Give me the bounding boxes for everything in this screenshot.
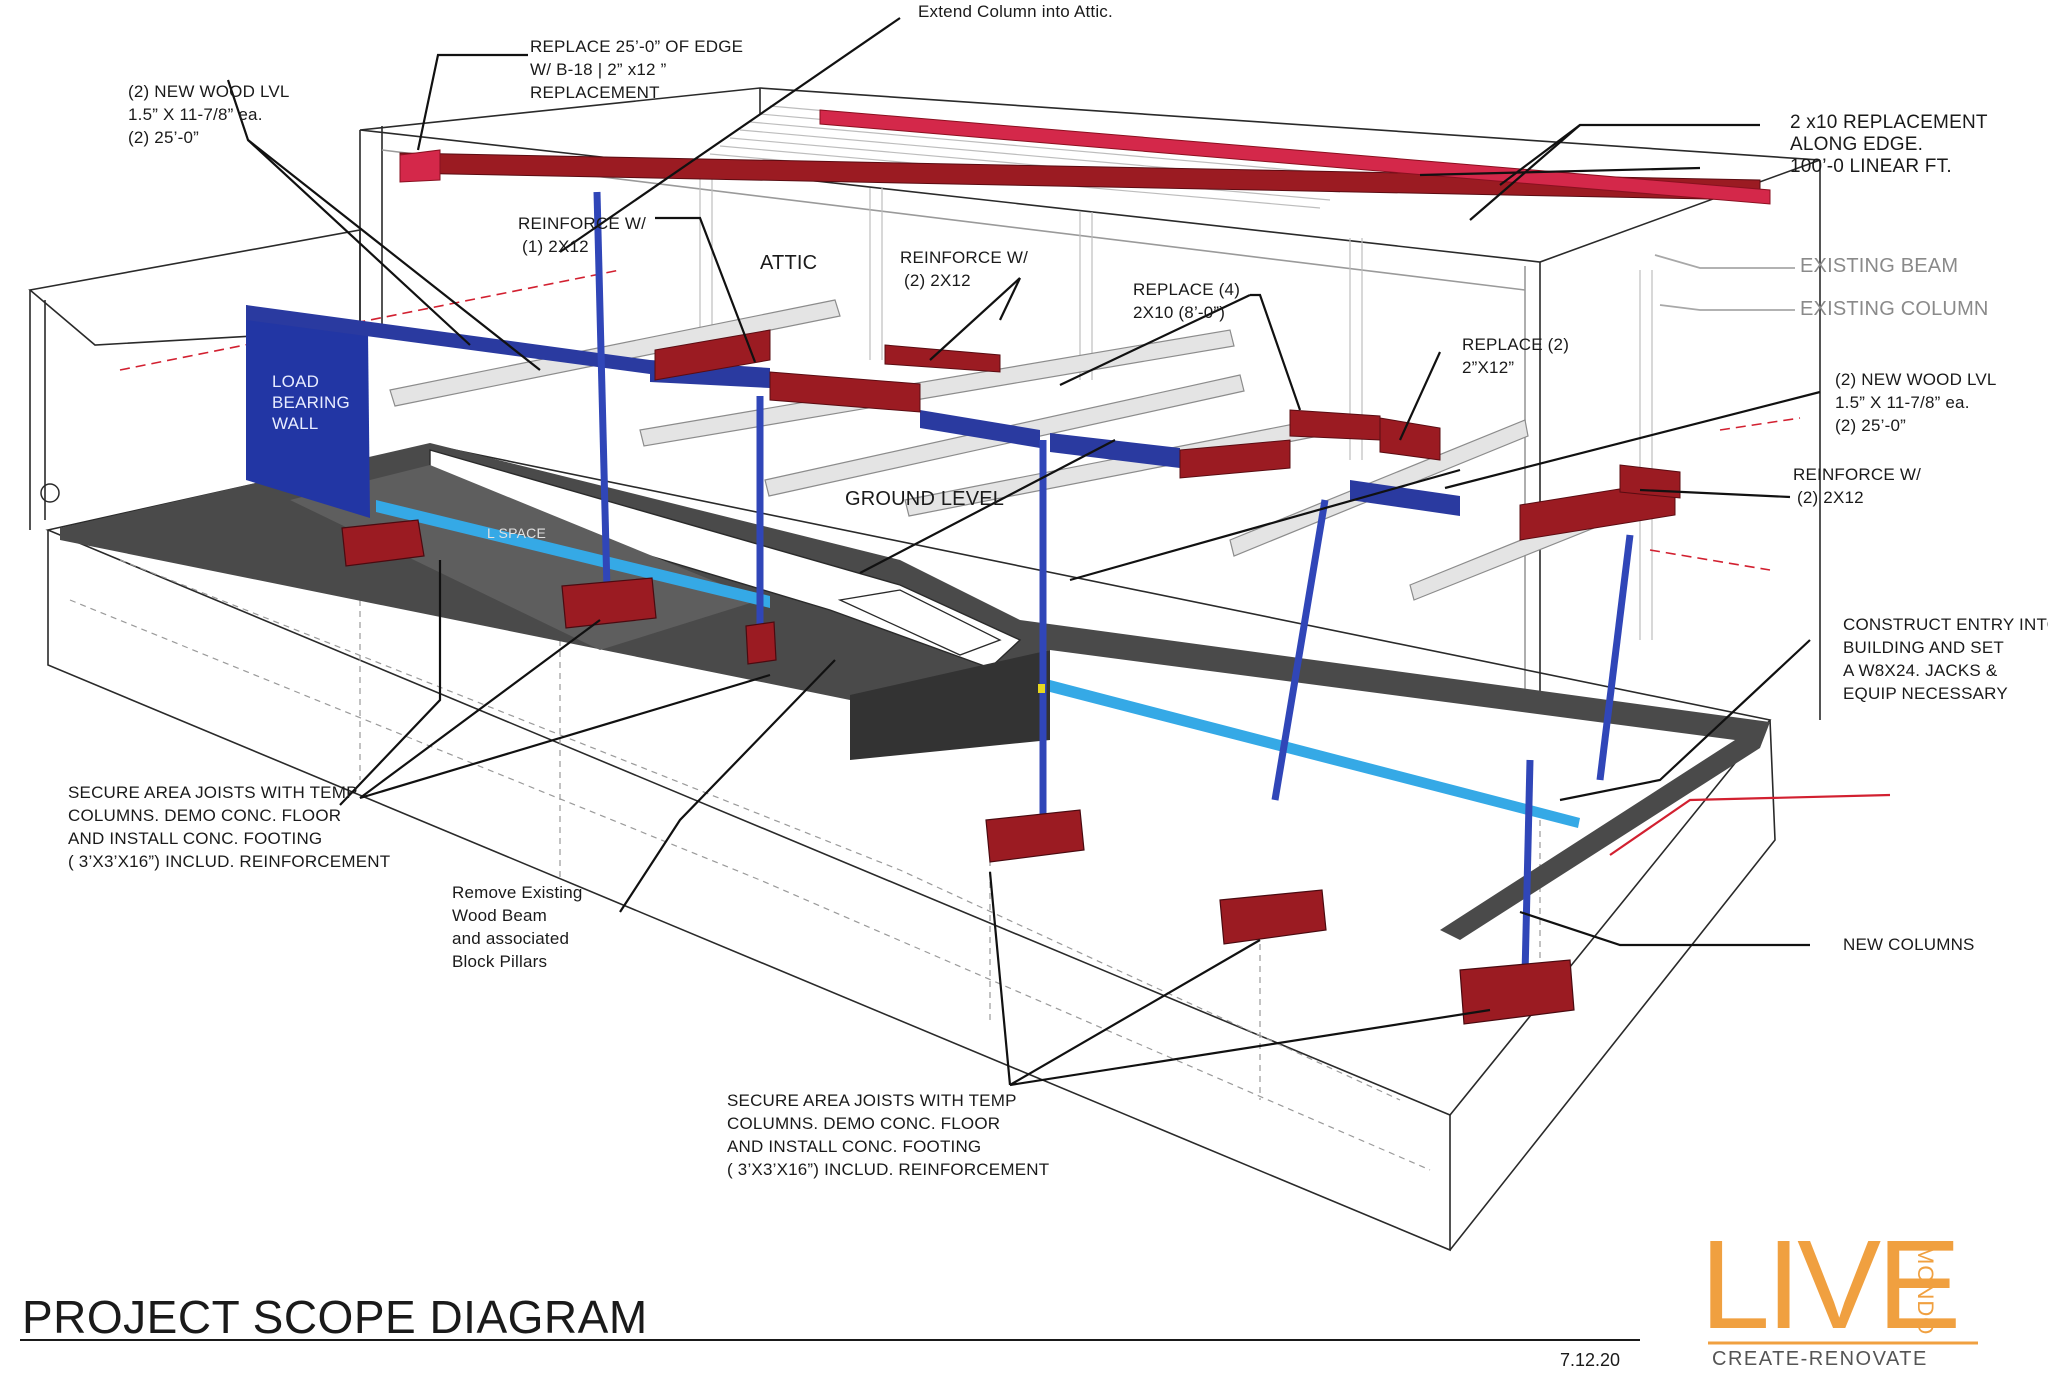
callout-line: 2”X12”	[1462, 358, 1515, 377]
callout-line: SECURE AREA JOISTS WITH TEMP	[727, 1091, 1017, 1110]
logo-side-text: MONDO	[1913, 1246, 1938, 1336]
callout-line: (1) 2X12	[522, 237, 589, 256]
red-entry-line	[1609, 793, 1891, 856]
callout-replace-2-2x12: REPLACE (2) 2”X12”	[1462, 333, 1569, 379]
callout-reinforce-1x12: REINFORCE W/ (1) 2X12	[518, 212, 646, 258]
callout-lvl-left: (2) NEW WOOD LVL 1.5” X 11-7/8” ea. (2) …	[128, 80, 290, 149]
callout-line: AND INSTALL CONC. FOOTING	[727, 1137, 982, 1156]
new-columns	[593, 191, 1634, 976]
callout-edge-2x10: 2 x10 REPLACEMENT ALONG EDGE. 100’-0 LIN…	[1790, 112, 1988, 178]
callout-line: SECURE AREA JOISTS WITH TEMP	[68, 783, 358, 802]
callout-line: W/ B-18 | 2” x12 ”	[530, 60, 667, 79]
callout-line: CONSTRUCT ENTRY INTO	[1843, 615, 2048, 634]
callout-secure-left: SECURE AREA JOISTS WITH TEMP COLUMNS. DE…	[68, 781, 390, 873]
edge-replacement	[399, 109, 1771, 205]
callout-line: REINFORCE W/	[1793, 465, 1922, 484]
callout-line: and associated	[452, 929, 570, 948]
callout-line: COLUMNS. DEMO CONC. FLOOR	[727, 1114, 1001, 1133]
leader-lines	[226, 17, 1821, 1087]
callout-reinforce-2x12-right: REINFORCE W/ (2) 2X12	[1793, 463, 1921, 509]
callout-line: NEW COLUMNS	[1843, 935, 1975, 954]
callout-line: ( 3’X3’X16”) INCLUD. REINFORCEMENT	[68, 852, 391, 871]
callout-existing-beam: EXISTING BEAM	[1800, 255, 1958, 278]
callout-line: 2X10 (8’-0”)	[1133, 303, 1226, 322]
callout-line: REPLACEMENT	[530, 83, 660, 102]
callout-line: 2 x10 REPLACEMENT	[1790, 112, 1988, 133]
callout-line: COLUMNS. DEMO CONC. FLOOR	[68, 806, 342, 825]
red-dashed-lines	[119, 269, 1801, 571]
callout-line: REPLACE (4)	[1133, 280, 1241, 299]
callout-line: ALONG EDGE.	[1790, 134, 1924, 155]
callout-line: EQUIP NECESSARY	[1843, 684, 2008, 703]
callout-line: BUILDING AND SET	[1843, 638, 2004, 657]
callout-new-columns: NEW COLUMNS	[1843, 933, 1975, 956]
callout-lvl-right: (2) NEW WOOD LVL 1.5” X 11-7/8” ea. (2) …	[1835, 368, 1997, 437]
callout-line: (2) 25’-0”	[1835, 416, 1906, 435]
grey-leader-lines	[1654, 254, 1795, 311]
survey-mark	[40, 483, 60, 503]
callout-line: EXISTING COLUMN	[1800, 298, 1989, 320]
page-title: PROJECT SCOPE DIAGRAM	[22, 1291, 648, 1343]
ground-level-label: GROUND LEVEL	[845, 488, 1005, 510]
callout-line: (2) NEW WOOD LVL	[128, 82, 290, 101]
callout-line: Remove Existing	[452, 883, 583, 902]
callout-replace-edge: REPLACE 25’-0” OF EDGE W/ B-18 | 2” x12 …	[530, 35, 743, 104]
lbw-line: WALL	[272, 414, 319, 433]
callout-line: Wood Beam	[452, 906, 548, 925]
callout-line: A W8X24. JACKS &	[1843, 661, 1998, 680]
callout-remove-beam: Remove Existing Wood Beam and associated…	[452, 881, 583, 973]
callout-line: Extend Column into Attic.	[918, 2, 1113, 21]
callout-line: 100’-0 LINEAR FT.	[1790, 156, 1952, 177]
light-beam-left	[376, 500, 770, 608]
callout-line: (2) 2X12	[904, 271, 971, 290]
callout-line: 1.5” X 11-7/8” ea.	[128, 105, 263, 124]
yellow-marker	[1038, 684, 1045, 693]
logo-tagline: CREATE-RENOVATE	[1712, 1348, 1928, 1370]
crawl-space-label: L SPACE	[487, 525, 546, 541]
lbw-line: BEARING	[272, 393, 350, 412]
footings	[341, 519, 1575, 1025]
attic-label: ATTIC	[760, 252, 818, 274]
entry-opening	[850, 650, 1050, 760]
callout-line: 1.5” X 11-7/8” ea.	[1835, 393, 1970, 412]
callout-replace-4-2x10: REPLACE (4) 2X10 (8’-0”)	[1133, 278, 1240, 324]
lbw-line: LOAD	[272, 372, 320, 391]
callout-line: AND INSTALL CONC. FOOTING	[68, 829, 323, 848]
callout-line: Block Pillars	[452, 952, 548, 971]
callout-line: REPLACE (2)	[1462, 335, 1570, 354]
callout-reinforce-2x12-top: REINFORCE W/ (2) 2X12	[900, 246, 1028, 292]
load-bearing-wall	[246, 305, 370, 518]
callout-line: (2) NEW WOOD LVL	[1835, 370, 1997, 389]
red-lumber	[399, 152, 1761, 541]
drawing-date: 7.12.20	[1560, 1350, 1621, 1370]
callout-line: EXISTING BEAM	[1800, 255, 1959, 277]
callout-line: REINFORCE W/	[900, 248, 1029, 267]
callout-construct-entry: CONSTRUCT ENTRY INTO BUILDING AND SET A …	[1843, 613, 2048, 705]
callout-line: REPLACE 25’-0” OF EDGE	[530, 37, 744, 56]
load-bearing-wall-label: LOAD BEARING WALL	[272, 371, 350, 434]
logo-wordmark: LIVE	[1700, 1214, 1961, 1355]
callout-line: REINFORCE W/	[518, 214, 647, 233]
stair-opening	[837, 589, 1002, 656]
lvl-beams	[246, 305, 1460, 516]
callout-line: (2) 25’-0”	[128, 128, 199, 147]
callout-line: ( 3’X3’X16”) INCLUD. REINFORCEMENT	[727, 1160, 1050, 1179]
callout-secure-bottom: SECURE AREA JOISTS WITH TEMP COLUMNS. DE…	[727, 1089, 1049, 1181]
light-beam-right	[1050, 680, 1580, 828]
callout-line: (2) 2X12	[1797, 488, 1864, 507]
callout-existing-column: EXISTING COLUMN	[1800, 298, 1989, 321]
callout-extend-column: Extend Column into Attic.	[918, 0, 1113, 23]
